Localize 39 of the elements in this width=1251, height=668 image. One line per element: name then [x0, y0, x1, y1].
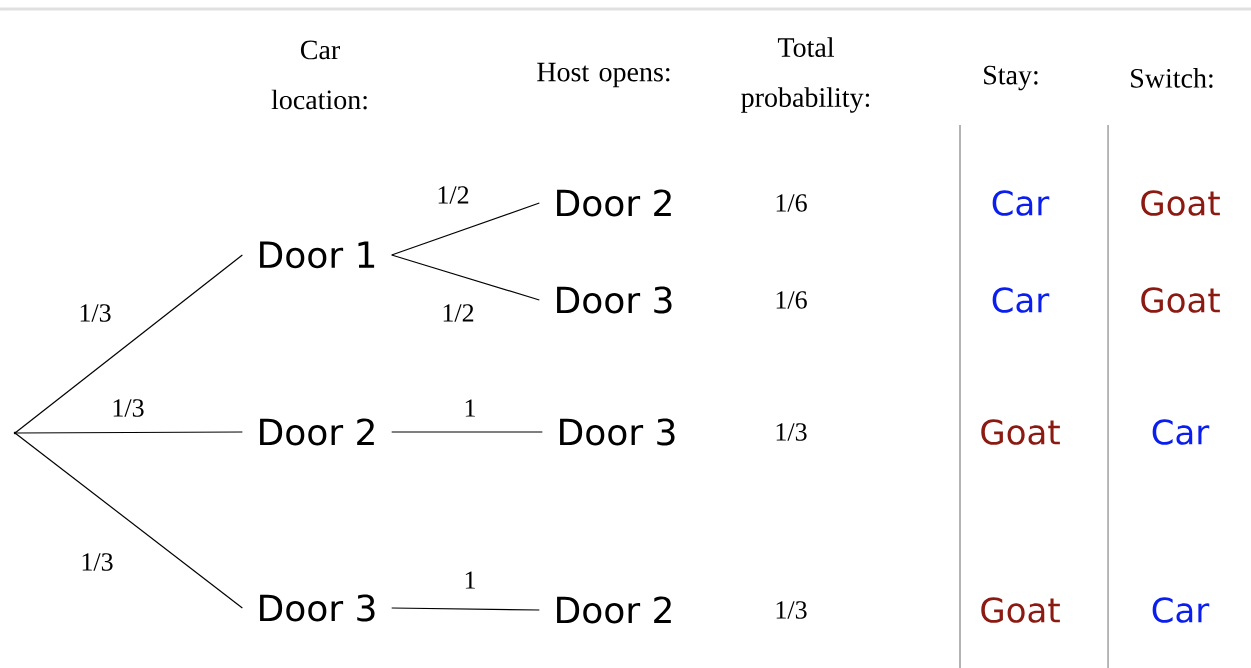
branch-line	[391, 431, 543, 433]
outcome: Goat	[981, 597, 1060, 623]
branch-line	[391, 607, 540, 611]
branch-line	[14, 254, 243, 434]
branch-line	[391, 202, 540, 256]
outcome: Goat	[1141, 287, 1220, 313]
edge-label: 1	[462, 398, 478, 418]
outcome: Car	[1152, 419, 1210, 445]
outcome: Car	[992, 287, 1050, 313]
outcome: Car	[1152, 597, 1210, 623]
branch-line	[14, 431, 243, 434]
probability: 1/6	[776, 194, 807, 212]
column-header: Stay:	[984, 65, 1038, 91]
column-header: Switch:	[1131, 68, 1213, 88]
edge-label: 1/2	[440, 303, 476, 323]
branch-line	[14, 432, 243, 609]
probability: 1/3	[776, 423, 807, 441]
column-header: Host opens:	[537, 62, 670, 88]
outcome: Goat	[981, 419, 1060, 445]
outcome: Car	[992, 190, 1050, 216]
door-label: Door 3	[260, 594, 375, 622]
edge-label: 1/2	[435, 185, 471, 205]
door-label: Door 3	[560, 418, 675, 446]
column-header: Total probability:	[741, 37, 870, 113]
door-label: Door 2	[260, 418, 374, 446]
column-header: Car location:	[271, 40, 367, 110]
edge-label: 1/3	[79, 552, 115, 572]
door-label: Door 1	[260, 241, 375, 269]
edge-label: 1/3	[77, 303, 113, 323]
outcome: Goat	[1141, 190, 1220, 216]
branch-line	[391, 254, 540, 301]
door-label: Door 3	[557, 286, 672, 314]
door-label: Door 2	[557, 596, 671, 624]
probability: 1/3	[776, 601, 807, 619]
edge-label: 1	[462, 570, 478, 590]
door-label: Door 2	[557, 189, 671, 217]
edge-label: 1/3	[110, 398, 146, 418]
probability: 1/6	[776, 291, 807, 309]
branch-point	[13, 431, 17, 435]
